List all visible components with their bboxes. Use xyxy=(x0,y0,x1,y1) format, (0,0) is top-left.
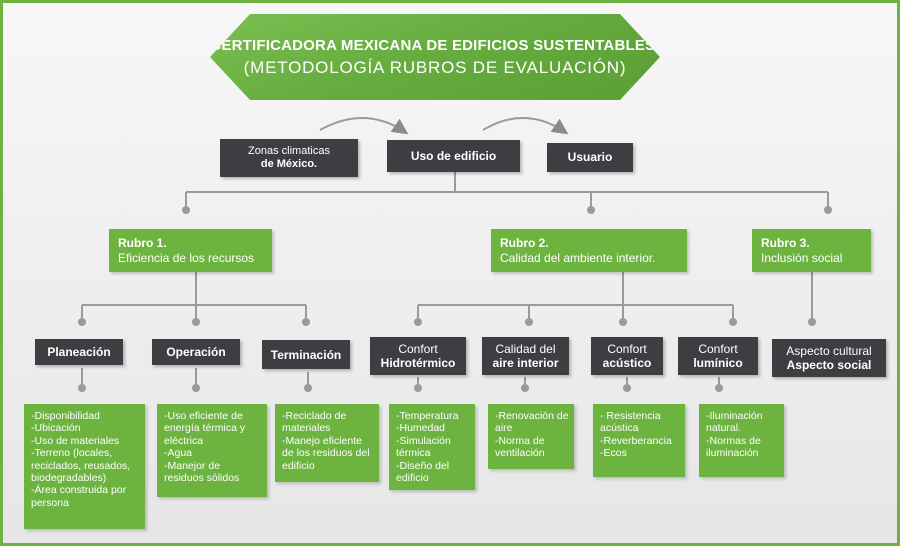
operacion-box: Operación xyxy=(152,339,240,365)
luminico-line1: Confort xyxy=(698,342,738,356)
rubro-2-box: Rubro 2. Calidad del ambiente interior. xyxy=(491,229,687,272)
confort-luminico-box: Confort lumínico xyxy=(678,337,758,375)
confort-acustico-box: Confort acústico xyxy=(591,337,663,375)
list-item: -Humedad xyxy=(396,422,446,435)
luminico-details: -Iluminación natural. -Normas de ilumina… xyxy=(699,404,784,477)
aspecto-social-box: Aspecto cultural Aspecto social xyxy=(772,339,886,377)
social-line1: Aspecto cultural xyxy=(786,344,872,358)
list-item: -Área construida por persona xyxy=(31,484,127,509)
zonas-line1: Zonas climaticas xyxy=(248,145,330,157)
aire-line1: Calidad del xyxy=(495,342,556,356)
list-item: -Reciclado de materiales xyxy=(282,410,347,435)
planeacion-box: Planeación xyxy=(35,339,123,365)
list-item: -Terreno (locales, reciclados, reusados,… xyxy=(31,447,131,485)
zonas-climaticas-box: Zonas climaticas de México. xyxy=(220,139,358,177)
list-item: -Diseño del edificio xyxy=(396,459,450,485)
rubro-3-label: Rubro 3. xyxy=(761,235,810,250)
arrow-zonas-to-uso xyxy=(319,117,409,135)
luminico-line2: lumínico xyxy=(693,356,743,370)
aire-line2: aire interior xyxy=(492,356,559,370)
list-item: -Agua xyxy=(164,447,193,460)
list-item: -Disponibilidad xyxy=(31,410,100,422)
list-item: -Renovación de aire xyxy=(495,410,569,435)
list-item: -Simulación térmica xyxy=(396,434,451,460)
operacion-details: -Uso eficiente de energía térmica y eléc… xyxy=(157,404,267,497)
list-item: -Ubicación xyxy=(31,422,81,435)
rubro-2-label: Rubro 2. xyxy=(500,235,549,250)
title-line1: CERTIFICADORA MEXICANA DE EDIFICIOS SUST… xyxy=(210,36,660,54)
calidad-aire-box: Calidad del aire interior xyxy=(482,337,569,375)
confort-hidrotermico-box: Confort Hidrotérmico xyxy=(370,337,466,375)
usuario-label: Usuario xyxy=(567,150,613,164)
social-line2: Aspecto social xyxy=(786,358,872,372)
list-item: -Iluminación natural. xyxy=(706,410,763,435)
list-item: - Resistencia acústica xyxy=(600,410,661,435)
rubro-3-desc: Inclusión social xyxy=(761,250,843,265)
uso-edificio-box: Uso de edificio xyxy=(387,140,520,172)
title-banner: CERTIFICADORA MEXICANA DE EDIFICIOS SUST… xyxy=(210,14,660,100)
hidro-line2: Hidrotérmico xyxy=(380,356,456,370)
uso-label: Uso de edificio xyxy=(410,148,497,163)
acustico-details: - Resistencia acústica -Reverberancia -E… xyxy=(593,404,685,477)
terminacion-box: Terminación xyxy=(262,340,350,369)
rubro-3-box: Rubro 3. Inclusión social xyxy=(752,229,871,272)
list-item: -Temperatura xyxy=(396,410,459,422)
list-item: -Reverberancia xyxy=(600,434,672,447)
acustico-line1: Confort xyxy=(607,342,647,356)
zonas-line2: de México. xyxy=(260,158,318,170)
operacion-label: Operación xyxy=(166,345,226,359)
rubro-1-desc: Eficiencia de los recursos xyxy=(118,250,255,265)
rubro-2-desc: Calidad del ambiente interior. xyxy=(500,250,656,265)
terminacion-details: -Reciclado de materiales -Manejo eficien… xyxy=(275,404,379,482)
planeacion-details: -Disponibilidad -Ubicación -Uso de mater… xyxy=(24,404,145,529)
arrow-uso-to-usuario xyxy=(482,117,569,135)
rubro-1-label: Rubro 1. xyxy=(118,235,167,250)
list-item: -Uso eficiente de energía térmica y eléc… xyxy=(164,410,246,447)
terminacion-label: Terminación xyxy=(270,347,342,362)
planeacion-label: Planeación xyxy=(47,345,111,359)
list-item: -Ecos xyxy=(600,447,627,460)
list-item: -Manejor de residuos sólidos xyxy=(164,459,240,485)
aire-details: -Renovación de aire -Norma de ventilació… xyxy=(488,404,574,469)
list-item: -Uso de materiales xyxy=(31,434,120,447)
hidro-line1: Confort xyxy=(398,342,438,356)
list-item: -Normas de iluminación xyxy=(706,434,761,460)
list-item: -Manejo eficiente de los residuos del ed… xyxy=(282,434,370,472)
title-line2: (METODOLOGÍA RUBROS DE EVALUACIÓN) xyxy=(243,57,627,77)
list-item: -Norma de ventilación xyxy=(495,434,545,460)
acustico-line2: acústico xyxy=(602,356,652,370)
usuario-box: Usuario xyxy=(547,143,633,172)
hidrotermico-details: -Temperatura -Humedad -Simulación térmic… xyxy=(389,404,475,490)
rubro-1-box: Rubro 1. Eficiencia de los recursos xyxy=(109,229,272,272)
